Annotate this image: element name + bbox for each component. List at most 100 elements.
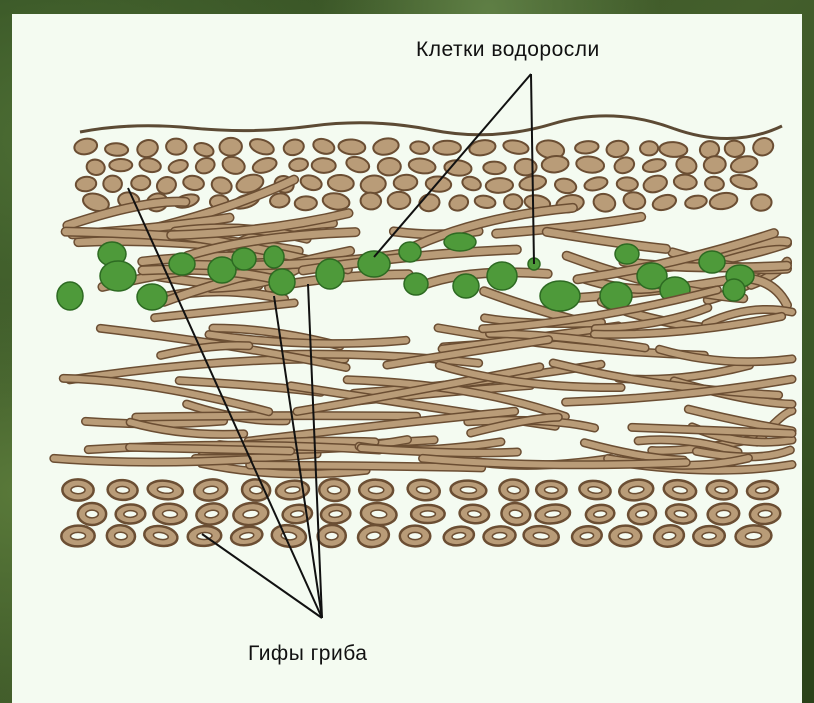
cortex-cell — [616, 177, 638, 191]
ring-cell-lumen — [86, 510, 99, 518]
cortex-cell — [751, 194, 773, 212]
ring-cell-lumen — [329, 510, 343, 518]
ring-cell-lumen — [124, 510, 138, 517]
ring-cell-lumen — [327, 486, 341, 494]
ring-cell-lumen — [702, 532, 716, 539]
cortex-cell — [321, 191, 350, 211]
cortex-cell — [502, 138, 529, 155]
cortex-cell — [461, 175, 483, 193]
ring-cell-lumen — [758, 510, 772, 518]
cortex-cell — [504, 194, 523, 210]
cortex-cell — [724, 140, 745, 158]
cortex-cell — [425, 176, 452, 193]
ring-cell-lumen — [533, 532, 549, 540]
diagram-panel: Клетки водоросли Гифы гриба — [12, 14, 802, 703]
ring-cell-lumen — [492, 532, 507, 540]
upper-surface-line — [80, 116, 782, 139]
ring-cell-lumen — [618, 532, 632, 539]
cortex-cell — [640, 141, 659, 156]
algae-cell — [699, 251, 725, 273]
algae-cell — [540, 281, 580, 311]
cortex-cell — [312, 158, 336, 173]
cortex-cell — [408, 157, 437, 175]
cortex-cell — [474, 194, 496, 209]
cortex-cell — [751, 135, 776, 158]
algae-cells-label: Клетки водоросли — [416, 38, 600, 62]
cortex-cell — [388, 192, 411, 209]
cortex-cell — [194, 155, 217, 175]
cortex-cell — [642, 173, 669, 195]
cortex-cell — [393, 174, 418, 191]
hypha — [85, 421, 223, 424]
algae-cell — [264, 246, 284, 268]
cortex-cell — [444, 159, 472, 177]
ring-cell-lumen — [544, 487, 558, 494]
algae-cell — [399, 242, 421, 262]
fungal-hyphae-label: Гифы гриба — [248, 642, 367, 666]
algae-cell — [137, 284, 167, 310]
cortex-cell — [338, 139, 366, 156]
algae-cell — [453, 274, 479, 298]
hypha — [136, 416, 417, 417]
cortex-cell — [554, 177, 578, 195]
ring-cell-lumen — [368, 486, 383, 494]
ring-cell-lumen — [325, 532, 338, 540]
algae-cell — [404, 273, 428, 295]
cortex-cell — [673, 174, 697, 191]
ring-cell-lumen — [460, 486, 476, 493]
lichen-cross-section-diagram — [12, 14, 802, 703]
cortex-cell — [704, 176, 724, 192]
algae-cell — [269, 269, 295, 295]
cortex-cell — [131, 175, 151, 191]
cortex-cell — [135, 138, 160, 160]
hypha — [250, 465, 482, 468]
cortex-cell — [282, 137, 305, 157]
cortex-cell — [311, 136, 336, 156]
cortex-cell — [288, 157, 308, 172]
ring-cell-lumen — [420, 511, 435, 517]
cortex-cell — [642, 157, 667, 174]
algae-cell — [316, 259, 344, 289]
cortex-cell — [327, 174, 354, 192]
cortex-cell — [360, 192, 382, 210]
cortex-cell — [85, 158, 106, 177]
cortex-cell — [605, 139, 629, 158]
cortex-cell — [75, 176, 97, 193]
ring-cell-lumen — [116, 486, 130, 494]
cortex-cell — [295, 196, 318, 210]
algae-cell — [615, 244, 639, 264]
cortex-cell — [574, 140, 599, 154]
cortex-cell — [220, 154, 246, 176]
cortex-cell — [138, 156, 162, 173]
cortex-cell — [622, 190, 647, 211]
cortex-cell — [360, 174, 387, 195]
ring-cell-lumen — [249, 486, 262, 494]
cortex-cell — [483, 161, 506, 174]
ring-cell-lumen — [162, 510, 177, 518]
cortex-cell — [592, 192, 618, 214]
cortex-cell — [210, 175, 234, 196]
algae-cell — [232, 248, 256, 270]
cortex-cell — [299, 173, 324, 193]
cortex-cell — [109, 159, 132, 171]
hypha — [547, 232, 666, 249]
cortex-cell — [378, 158, 401, 176]
cortex-cell — [167, 158, 189, 175]
cortex-cell — [410, 140, 430, 155]
hypha — [155, 303, 295, 318]
ring-cell-lumen — [408, 532, 422, 539]
cortex-cell — [248, 136, 276, 157]
algae-cell — [100, 261, 136, 291]
cortex-cell — [219, 137, 242, 156]
ring-cell-lumen — [70, 532, 85, 540]
algae-cell — [57, 282, 83, 310]
cortex-cell — [269, 192, 290, 208]
cortex-cell — [105, 143, 129, 157]
algae-cell — [169, 253, 195, 275]
cortex-cell — [659, 141, 688, 157]
cortex-cell — [485, 178, 513, 194]
cortex-cell — [372, 136, 400, 157]
algae-cell — [358, 251, 390, 277]
cortex-cell — [103, 175, 122, 192]
algae-cell — [487, 262, 517, 290]
